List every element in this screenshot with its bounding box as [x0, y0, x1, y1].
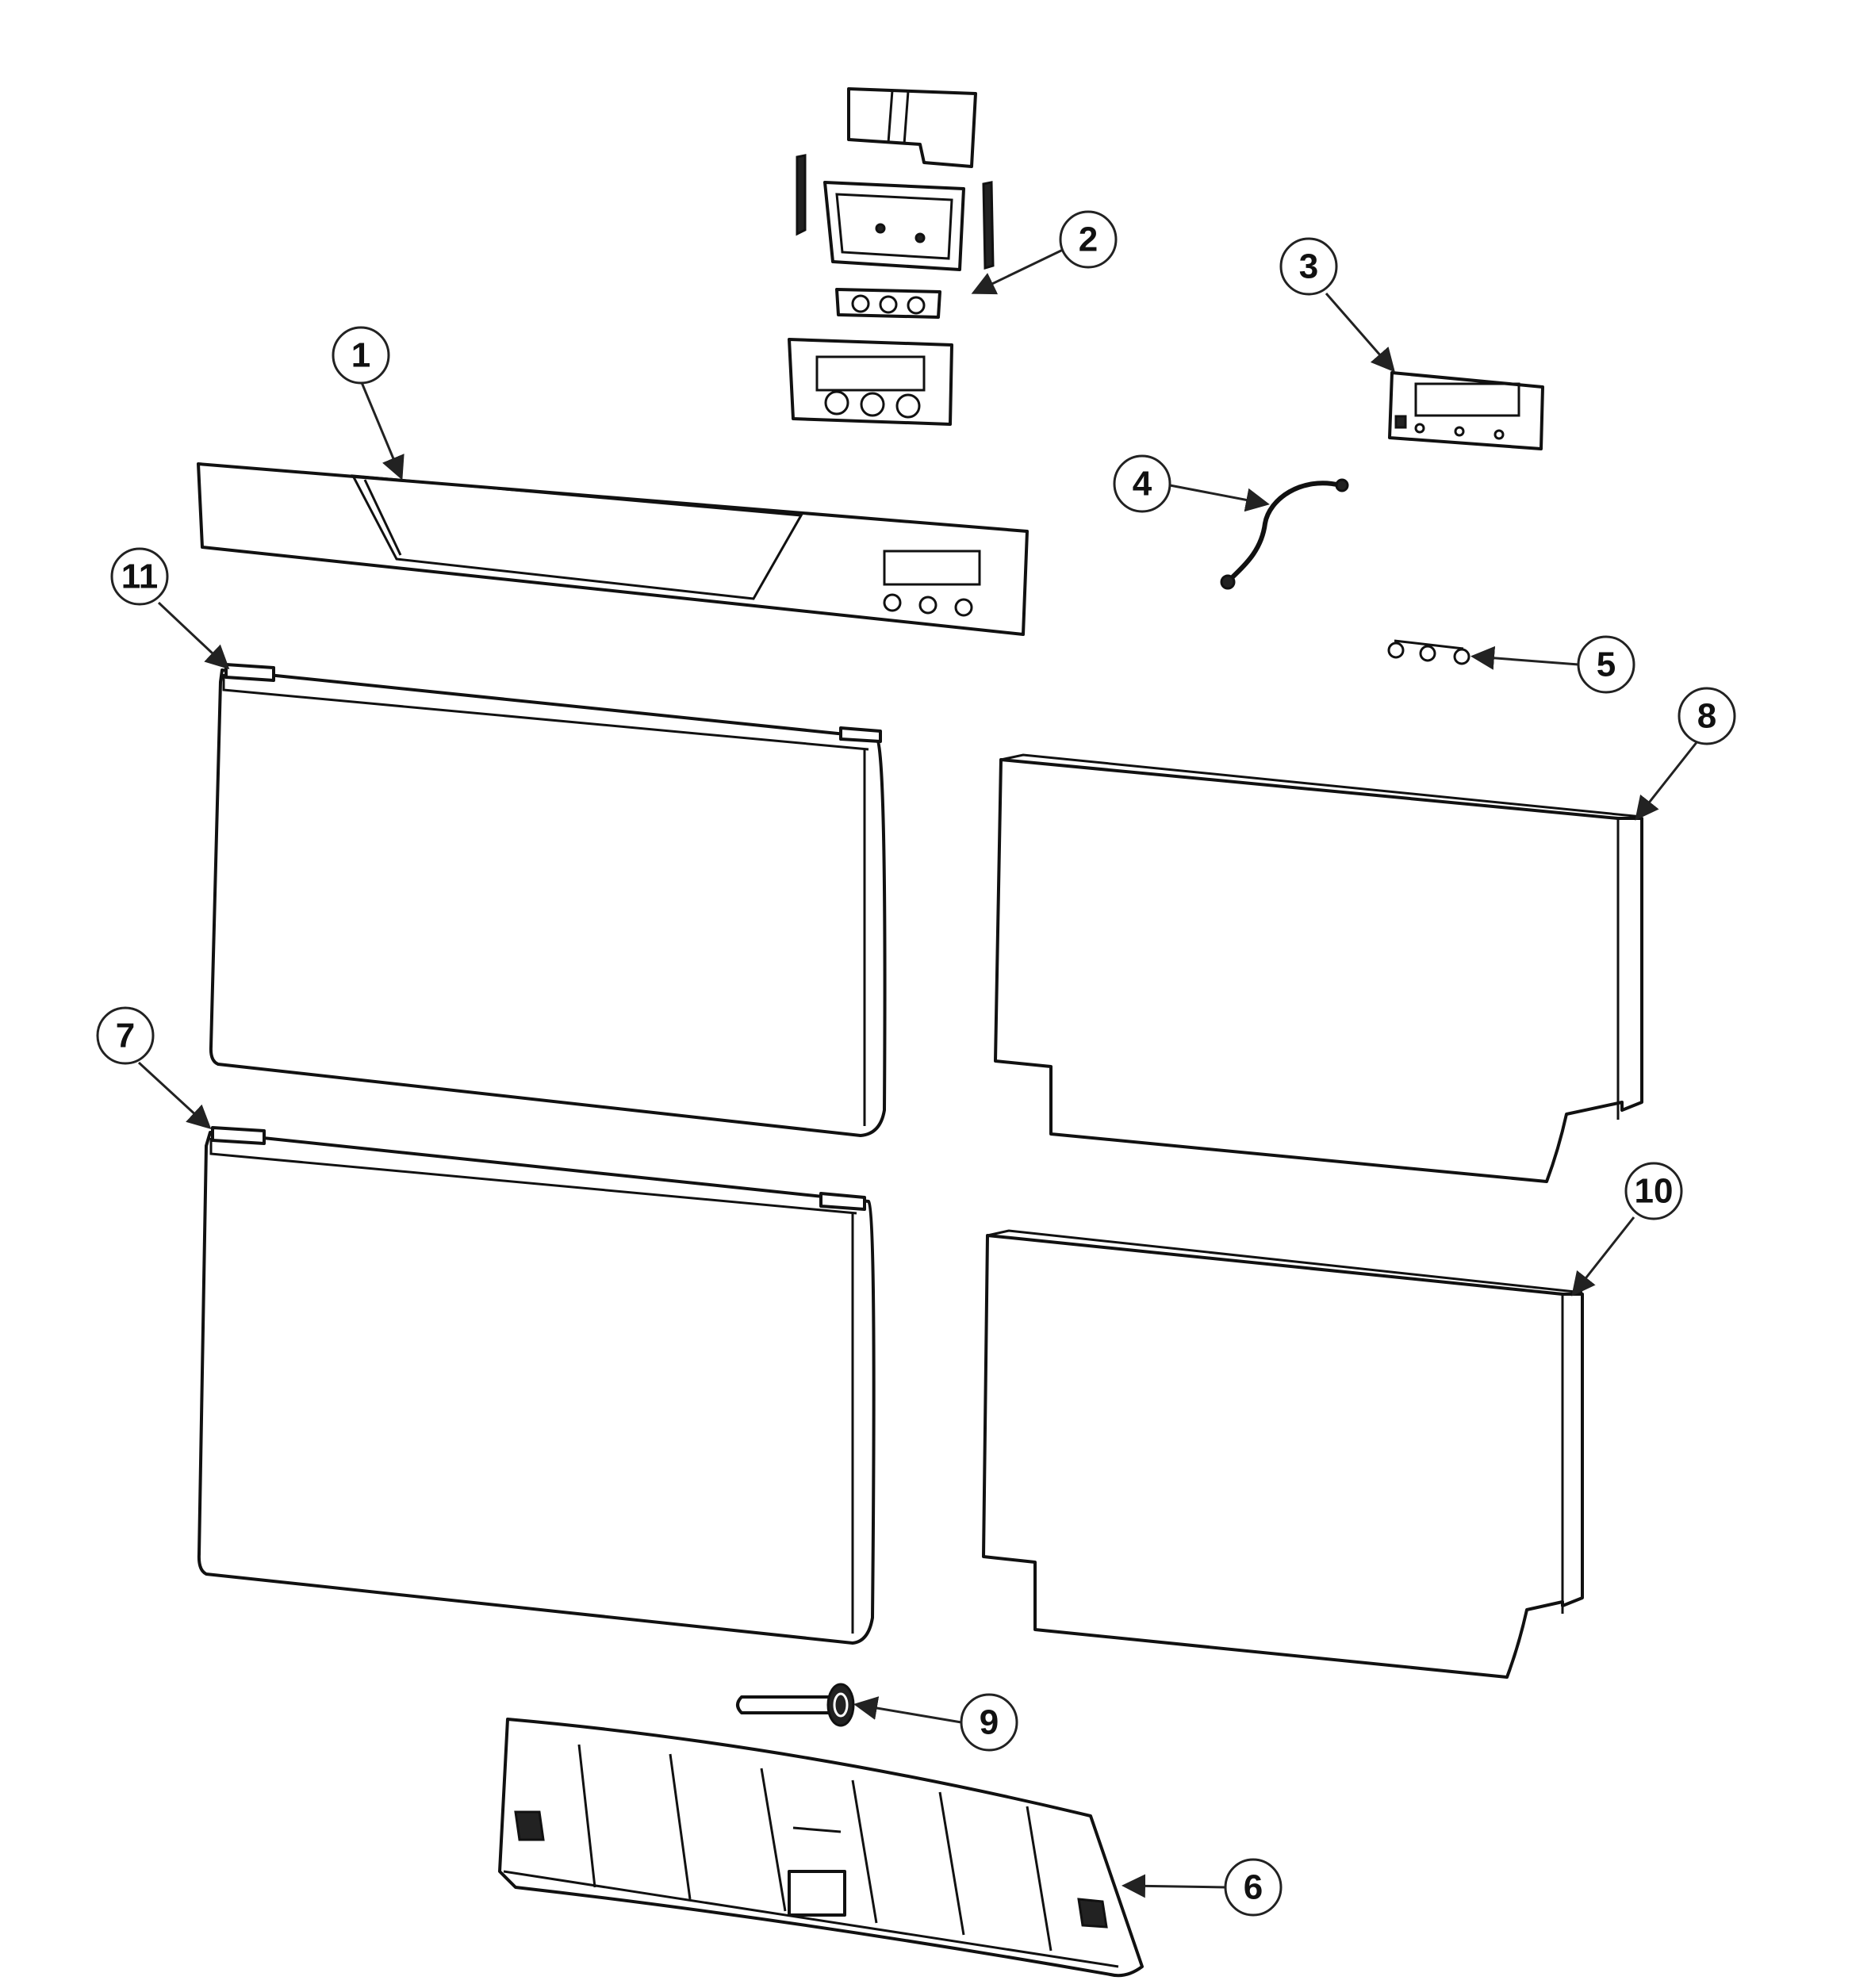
callout-8-label: 8 — [1697, 697, 1716, 736]
part-11-upper-drawer-front — [209, 663, 887, 1137]
callout-11-label: 11 — [121, 557, 159, 596]
part-5-button-set — [1387, 639, 1470, 665]
part-6-kick-plate — [498, 1718, 1144, 1978]
callout-2-label: 2 — [1079, 220, 1098, 259]
callout-10-label: 10 — [1635, 1172, 1674, 1211]
part-9-latch-pin — [736, 1683, 855, 1727]
part-8-upper-insulation-panel — [994, 753, 1643, 1183]
callout-2: 2 — [971, 210, 1118, 295]
callout-9: 9 — [853, 1693, 1018, 1752]
callout-10: 10 — [1571, 1162, 1683, 1297]
part-7-lower-drawer-front — [197, 1126, 876, 1645]
callout-3: 3 — [1279, 237, 1395, 373]
callout-1: 1 — [332, 326, 405, 481]
callout-8: 8 — [1635, 687, 1736, 821]
callout-4-label: 4 — [1133, 465, 1152, 504]
part-2-control-module — [788, 87, 995, 426]
callout-11: 11 — [110, 547, 230, 670]
part-10-lower-insulation-panel — [982, 1229, 1584, 1679]
callout-5: 5 — [1470, 635, 1635, 694]
callout-7-label: 7 — [116, 1017, 135, 1055]
callout-9-label: 9 — [980, 1703, 999, 1742]
part-4-wire-harness — [1220, 478, 1349, 590]
callout-6: 6 — [1122, 1858, 1283, 1917]
callout-5-label: 5 — [1597, 645, 1616, 684]
callout-3-label: 3 — [1299, 247, 1318, 286]
callout-7: 7 — [96, 1006, 212, 1130]
callout-6-label: 6 — [1244, 1868, 1263, 1907]
callout-4: 4 — [1113, 454, 1270, 513]
callout-1-label: 1 — [351, 336, 370, 375]
part-3-display-board — [1388, 371, 1544, 450]
part-1-control-panel — [197, 462, 1029, 636]
